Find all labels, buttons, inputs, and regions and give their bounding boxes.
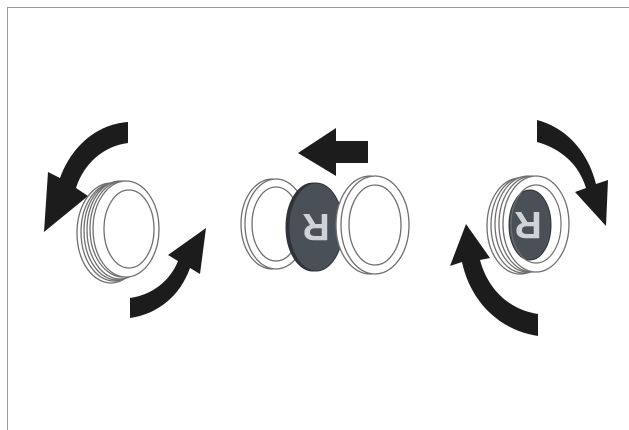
center-step-group: R [241, 128, 409, 274]
lens-letter: R [302, 205, 329, 247]
insert-left-arrow-icon [298, 128, 368, 176]
left-step-group [44, 122, 206, 318]
lens-disc: R [286, 183, 343, 271]
right-step-group: R [450, 120, 608, 336]
assembled-lens-letter: R [514, 203, 541, 245]
threaded-ring-left [77, 181, 159, 283]
assembled-ring-right: R [487, 176, 569, 274]
retaining-ring-front [336, 176, 409, 274]
